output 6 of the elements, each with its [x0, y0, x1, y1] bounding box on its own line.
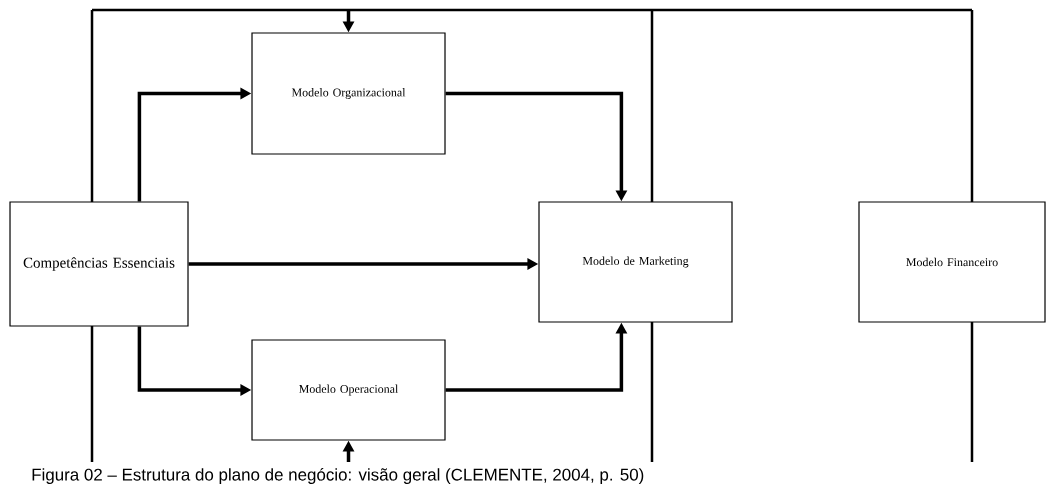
- model-box: Modelo Financeiro: [858, 201, 1046, 323]
- model-box: Competências Essenciais: [9, 201, 189, 327]
- model-box: Modelo Operacional: [251, 339, 446, 441]
- model-box: Modelo Organizacional: [251, 32, 446, 155]
- caption: Figura 02 – Estrutura do plano de negócio: visão geral (CLEMENTE, 2004, p. 50): [32, 468, 644, 484]
- model-box: Modelo de Marketing: [538, 201, 733, 323]
